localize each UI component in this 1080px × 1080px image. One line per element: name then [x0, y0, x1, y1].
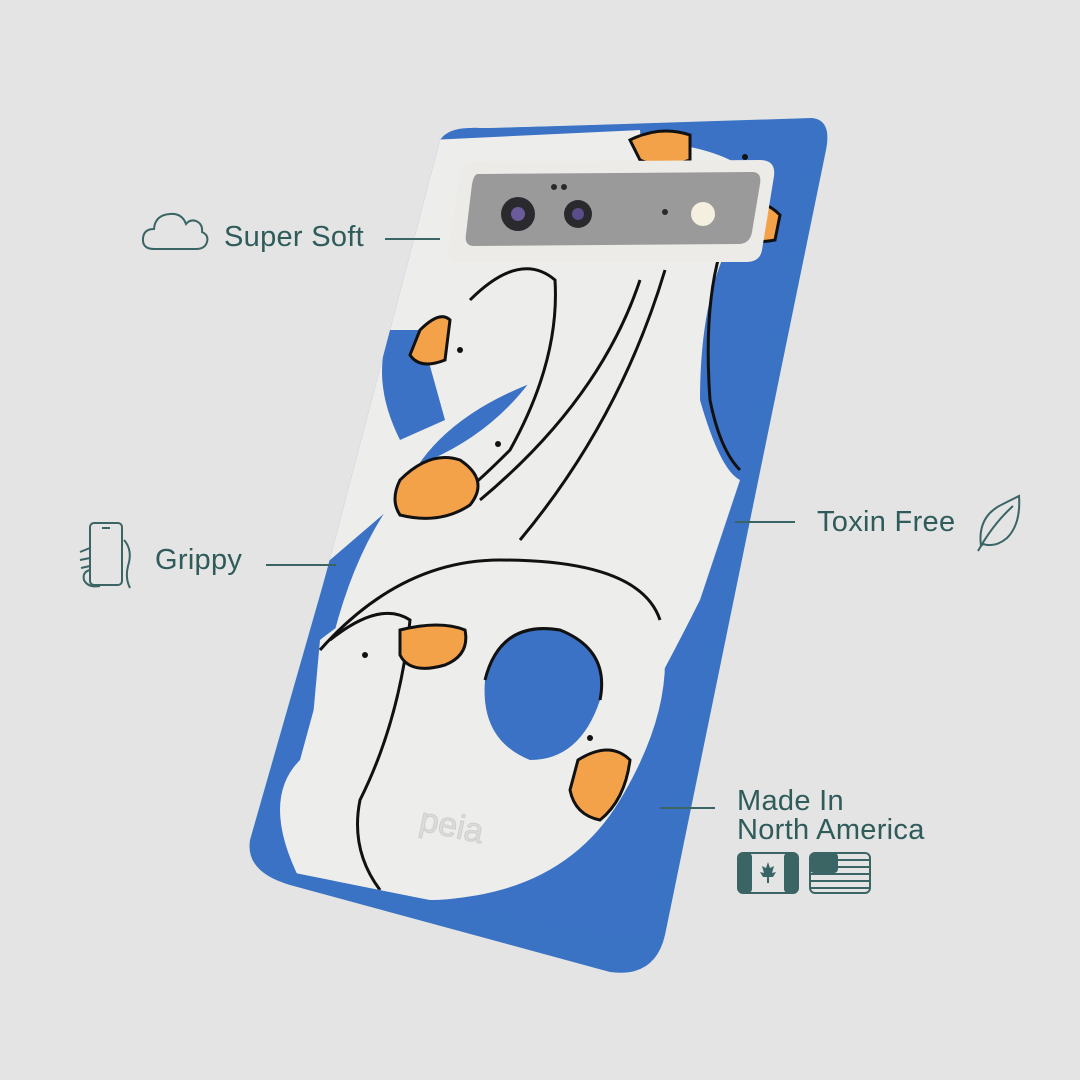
super-soft-leader-line [385, 238, 440, 240]
toxin-free-label: Toxin Free [817, 506, 956, 538]
leaf-icon [975, 494, 1023, 557]
made-in-label-line1: Made In [737, 785, 844, 817]
made-in-leader-line [660, 807, 715, 809]
super-soft-label: Super Soft [224, 221, 365, 253]
hand-phone-icon [78, 522, 134, 597]
toxin-free-leader-line [735, 521, 795, 523]
usa-flag-icon [809, 852, 871, 899]
made-in-label-line2: North America [737, 814, 925, 846]
canada-flag-icon [737, 852, 799, 899]
cloud-icon [140, 205, 210, 260]
grippy-leader-line [266, 564, 336, 566]
grippy-label: Grippy [155, 544, 243, 576]
